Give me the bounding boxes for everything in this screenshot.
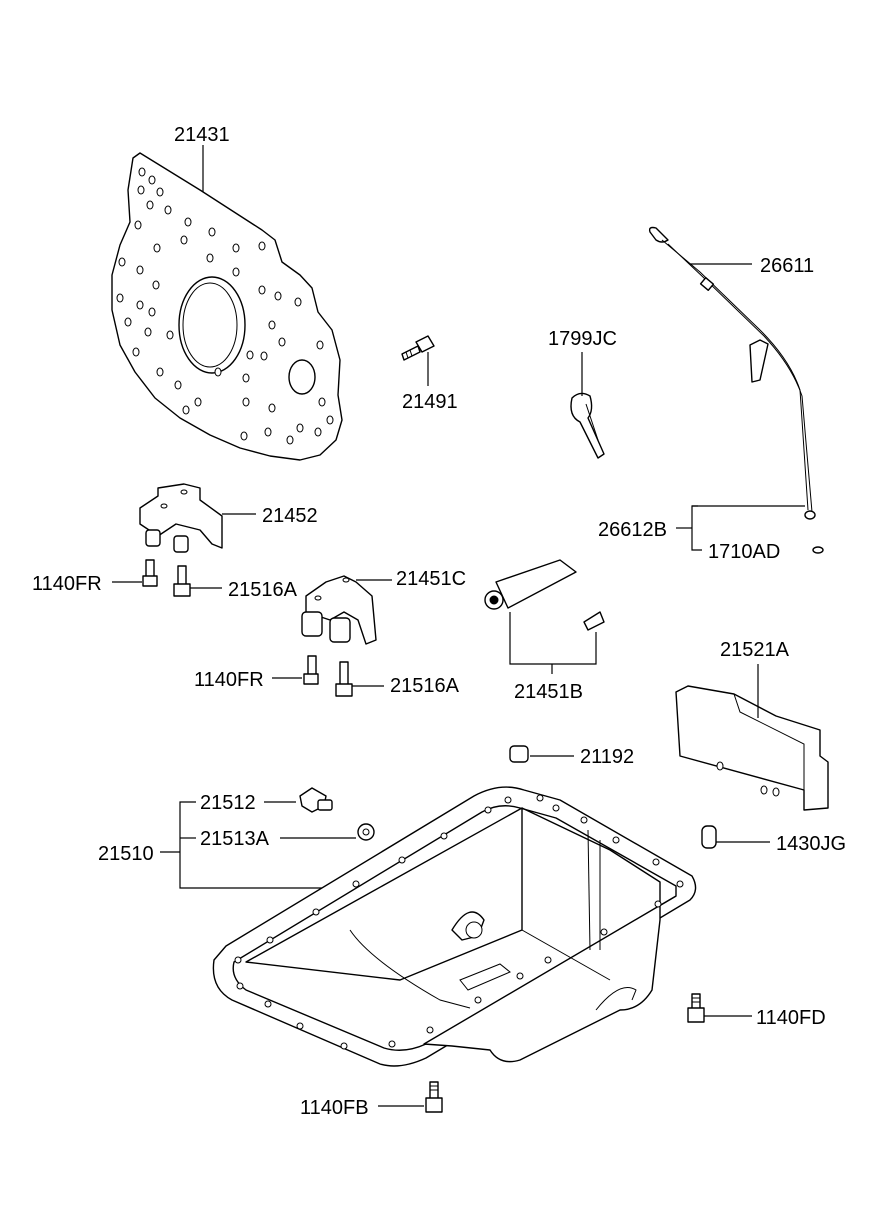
label-21451B: 21451B [514,681,583,703]
part-21516A-bolt-a [173,565,191,597]
part-21513A-gasket [357,823,375,841]
part-1799JC-clip [570,392,605,459]
part-21452-bracket [139,483,223,553]
part-21192-plug [509,745,529,763]
part-21431-plate [111,152,343,461]
label-1799JC: 1799JC [548,328,617,350]
label-1140FD: 1140FD [756,1007,826,1029]
label-21491: 21491 [402,391,458,413]
part-1710AD-oring [812,546,824,554]
label-21192: 21192 [580,746,634,768]
label-21516A-a: 21516A [228,579,298,601]
label-21510: 21510 [98,843,154,865]
label-21451C: 21451C [396,568,466,590]
label-21513A: 21513A [200,828,270,850]
part-1140FB-bolt [425,1081,443,1113]
part-1140FD-bolt [687,993,705,1023]
part-21516A-bolt-b [335,661,353,697]
label-26612B: 26612B [598,519,667,541]
label-21452: 21452 [262,505,318,527]
part-1140FR-bolt-b [303,655,319,685]
part-21521A-baffle [675,685,829,811]
part-21510-oil-pan [212,786,697,1067]
label-1430JG: 1430JG [776,833,846,855]
part-21491-bolt [401,335,435,361]
label-1140FR-a: 1140FR [32,573,102,595]
part-21451C-bracket [301,575,377,645]
label-1140FR-b: 1140FR [194,669,264,691]
label-26611: 26611 [760,255,814,277]
label-21521A: 21521A [720,639,790,661]
part-26611-dipstick [648,226,816,520]
part-1140FR-bolt-a [142,559,158,587]
label-1710AD: 1710AD [708,541,780,563]
part-21451B-sealant [484,559,605,631]
part-1430JG-pin [701,825,717,849]
label-21512: 21512 [200,792,256,814]
label-21516A-b: 21516A [390,675,460,697]
label-1140FB: 1140FB [300,1097,369,1119]
label-21431: 21431 [174,124,230,146]
part-21512-drain-plug [299,787,333,813]
